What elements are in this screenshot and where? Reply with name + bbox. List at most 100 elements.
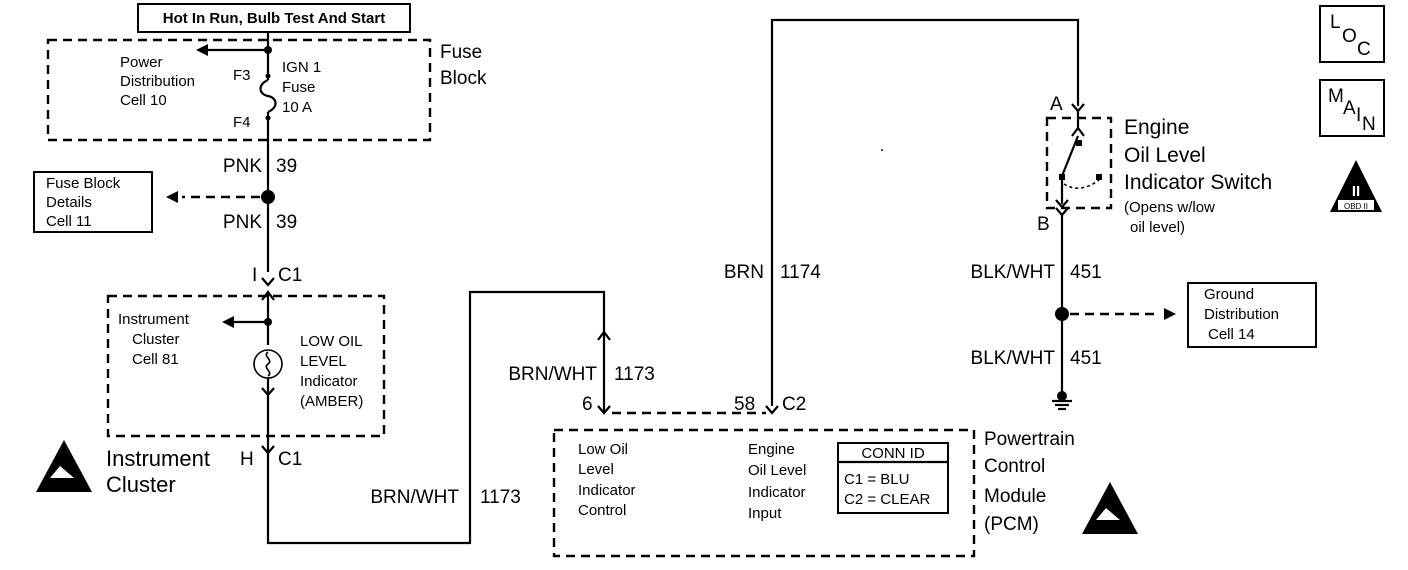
fuse-terminal-top-dot [265,73,271,79]
switch-note-2: oil level) [1130,219,1185,236]
cluster-title-1: Instrument [106,446,210,471]
loc-letter-c: C [1357,39,1371,60]
switch-note-1: (Opens w/low [1124,199,1215,216]
pcm-esd-hand-icon [1096,508,1120,520]
main-icon: M A I N [1319,79,1385,137]
fuse-label-2: Fuse [282,79,315,96]
pnk-splice [261,190,275,204]
switch-title-2: Oil Level [1124,144,1206,167]
esd-warning-icon [36,440,92,492]
pcm-engine-oil-4: Input [748,505,782,522]
switch-float-arc [1063,179,1100,189]
fuse-block-details-box [33,171,153,233]
switch-title-3: Indicator Switch [1124,171,1272,194]
pcm-low-oil-1: Low Oil [578,441,628,458]
conn-id-c1: C1 = BLU [844,471,909,488]
switch-float-pivot [1096,174,1102,180]
lamp-label-4: (AMBER) [300,393,363,410]
pnk-color-b: PNK [223,212,262,233]
pcm-conn-c2: C2 [782,394,806,415]
ground-point [1057,391,1067,401]
pcm-pin-6-bottom-icon [597,405,611,415]
lamp-label-3: Indicator [300,373,358,390]
cluster-top-pin: I [252,265,257,286]
pcm-outline [552,428,976,558]
blkwht-circuit-b: 451 [1070,348,1102,369]
pcm-pin-58: 58 [734,394,755,415]
brnwht-color-lower: BRN/WHT [370,487,459,508]
pcm-engine-oil-1: Engine [748,441,795,458]
lamp-down-arrow-icon [261,387,275,397]
pcm-pin-58-icon [765,405,779,415]
pcm-title-2: Control [984,456,1045,477]
conn-id-c2: C2 = CLEAR [844,491,930,508]
fuse-element-icon [259,78,277,114]
cluster-bottom-pin: H [240,449,254,470]
main-letter-n: N [1362,114,1376,135]
header-label-box [137,3,411,33]
esd-hand-icon [50,466,74,478]
brnwht-1173-wire [266,290,606,545]
cluster-bottom-conn: C1 [278,449,302,470]
ground-dist-arrow-icon [1164,308,1176,320]
ground-dist-line-2: Distribution [1204,306,1279,323]
cluster-bottom-connector-icon [261,445,275,455]
brn-circuit: 1174 [780,262,821,283]
power-dist-line-1: Power [120,54,163,71]
fuse-terminal-top: F3 [233,67,251,84]
loc-letter-l: L [1330,12,1341,33]
conn-id-title: CONN ID [861,445,925,462]
blkwht-color-a: BLK/WHT [971,262,1056,283]
fuse-block-title-2: Block [440,68,487,89]
switch-contact-bottom [1059,174,1065,180]
cluster-title-2: Cluster [106,472,176,497]
pcm-pin-6-connector-icon [597,330,611,341]
switch-pin-b: B [1037,214,1050,235]
main-letter-m: M [1328,86,1344,107]
conn-id-box [837,442,949,514]
power-dist-line-2: Distribution [120,73,195,90]
switch-title-1: Engine [1124,116,1189,139]
ground-dist-line-1: Ground [1204,286,1254,303]
power-dist-line-3: Cell 10 [120,92,167,109]
pcm-engine-oil-3: Indicator [748,484,806,501]
fuse-terminal-bottom: F4 [233,114,251,131]
switch-pin-a: A [1050,94,1063,115]
brnwht-color-upper: BRN/WHT [508,364,597,385]
fuse-details-line-3: Cell 11 [46,213,92,230]
switch-bottom-arrow-icon [1055,199,1069,209]
brn-1174-wire [770,18,1080,406]
pcm-pin-6: 6 [582,394,593,415]
lamp-label-2: LEVEL [300,353,347,370]
switch-contact-top [1076,140,1082,146]
fuse-details-line-2: Details [46,194,92,211]
fuse-label-1: IGN 1 [282,59,321,76]
obd-ii-icon: II OBD II [1330,160,1382,212]
switch-top-arrow-icon [1071,126,1085,137]
pnk-color-a: PNK [223,156,262,177]
pcm-title-4: (PCM) [984,514,1039,535]
pnk-circuit-a: 39 [276,156,297,177]
obd-label: OBD II [1344,202,1368,211]
main-letter-i: I [1356,105,1361,126]
brn-color: BRN [724,262,764,283]
pcm-low-oil-4: Control [578,502,626,519]
header-label: Hot In Run, Bulb Test And Start [163,10,385,27]
cluster-outline [106,294,386,438]
cluster-cell-arrow-icon [222,316,234,328]
ground-splice [1055,307,1069,321]
brnwht-circuit-upper: 1173 [614,364,655,385]
cluster-top-connector-icon [261,277,275,287]
pcm-esd-warning-icon [1082,482,1138,534]
main-letter-a: A [1343,98,1356,119]
cluster-cell-line-2: Cluster [132,331,180,348]
fuse-details-arrow-icon [166,191,178,203]
pcm-low-oil-3: Indicator [578,482,636,499]
fuse-details-line-1: Fuse Block [46,175,121,192]
pcm-title-1: Powertrain [984,429,1075,450]
cluster-cell-line-3: Cell 81 [132,351,179,368]
pcm-engine-oil-2: Oil Level [748,462,806,479]
ground-dist-line-3: Cell 14 [1208,326,1255,343]
power-dist-arrow-icon [196,44,208,56]
